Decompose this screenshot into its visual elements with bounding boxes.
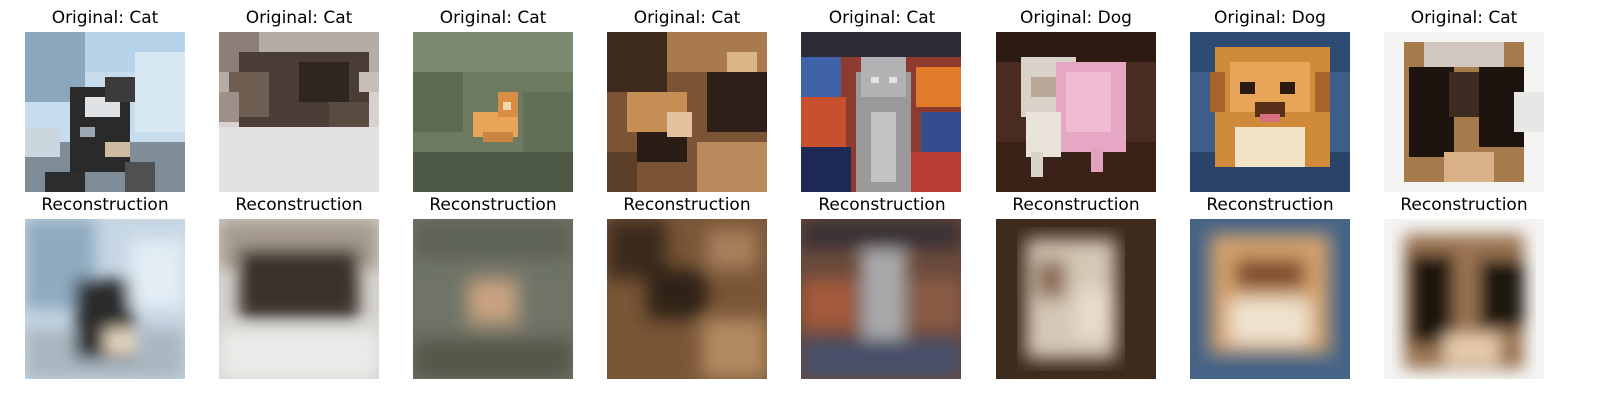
reconstruction-image bbox=[25, 219, 185, 379]
original-title: Original: Cat bbox=[1410, 8, 1518, 28]
original-image bbox=[996, 32, 1156, 192]
original-title: Original: Dog bbox=[1020, 8, 1132, 28]
reconstruction-title: Reconstruction bbox=[235, 195, 363, 215]
original-image bbox=[219, 32, 379, 192]
reconstruction-title: Reconstruction bbox=[1206, 195, 1334, 215]
reconstruction-image bbox=[1190, 219, 1350, 379]
reconstruction-title: Reconstruction bbox=[1012, 195, 1140, 215]
reconstruction-image bbox=[996, 219, 1156, 379]
reconstruction-image bbox=[1384, 219, 1544, 379]
reconstruction-title: Reconstruction bbox=[41, 195, 169, 215]
original-title: Original: Cat bbox=[633, 8, 741, 28]
original-image bbox=[25, 32, 185, 192]
original-title: Original: Cat bbox=[439, 8, 547, 28]
reconstruction-title: Reconstruction bbox=[818, 195, 946, 215]
original-title: Original: Cat bbox=[51, 8, 159, 28]
reconstruction-title: Reconstruction bbox=[1400, 195, 1528, 215]
reconstruction-image bbox=[607, 219, 767, 379]
reconstruction-image bbox=[219, 219, 379, 379]
original-image bbox=[1384, 32, 1544, 192]
original-image bbox=[801, 32, 961, 192]
original-image bbox=[607, 32, 767, 192]
reconstruction-image bbox=[413, 219, 573, 379]
original-title: Original: Cat bbox=[245, 8, 353, 28]
original-image bbox=[413, 32, 573, 192]
original-title: Original: Cat bbox=[828, 8, 936, 28]
original-title: Original: Dog bbox=[1214, 8, 1326, 28]
original-image bbox=[1190, 32, 1350, 192]
reconstruction-title: Reconstruction bbox=[623, 195, 751, 215]
reconstruction-image bbox=[801, 219, 961, 379]
reconstruction-title: Reconstruction bbox=[429, 195, 557, 215]
